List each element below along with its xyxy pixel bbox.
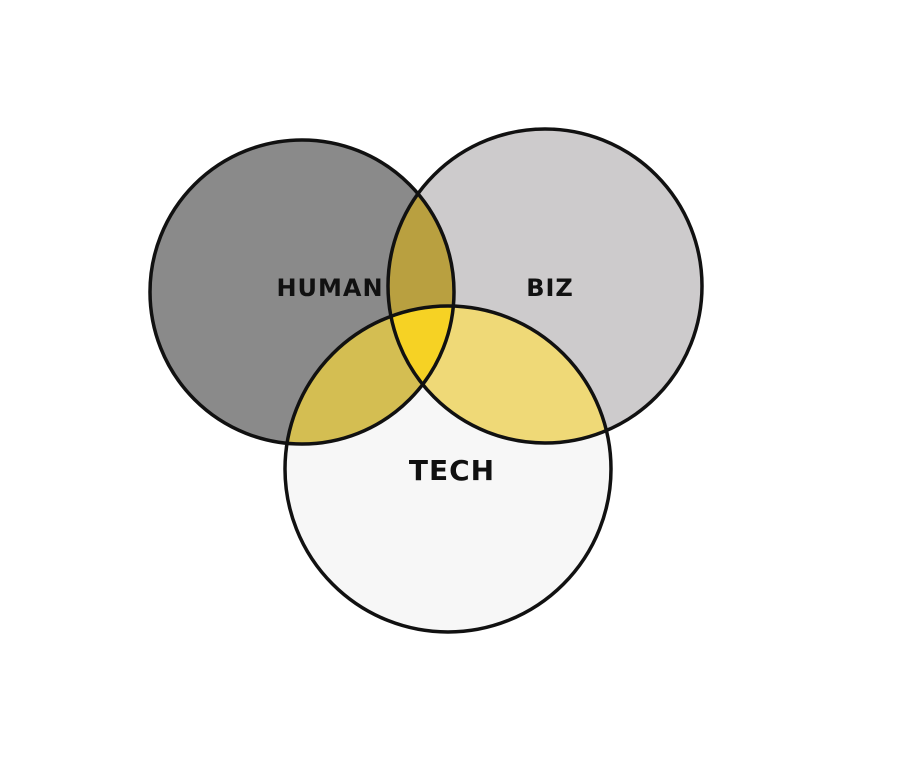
circle-outlines bbox=[148, 127, 704, 634]
biz-tech-overlap bbox=[388, 306, 611, 443]
label-biz: BIZ bbox=[526, 274, 574, 302]
label-human: HUMAN bbox=[276, 274, 383, 302]
tech-outline bbox=[283, 304, 613, 634]
label-tech: TECH bbox=[409, 454, 495, 487]
human-tech-overlap bbox=[285, 306, 454, 444]
biz-outline bbox=[386, 127, 704, 445]
human-outline bbox=[148, 138, 456, 446]
